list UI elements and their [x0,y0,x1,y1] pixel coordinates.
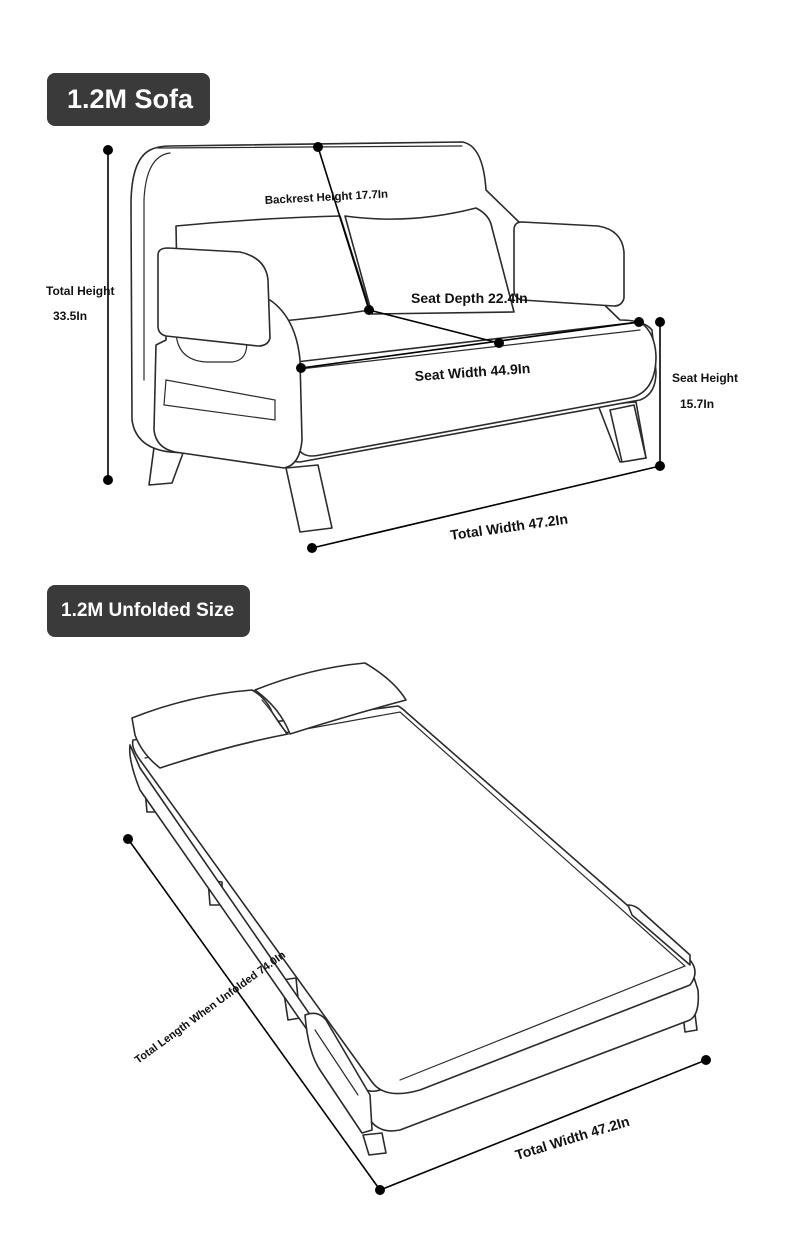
total-height-value: 33.5In [53,309,87,323]
seat-height-label: Seat Height [672,371,738,385]
unfolded-width-label: Total Width 47.2In [513,1113,631,1163]
bed-illustration [128,662,700,1156]
unfolded-section-title: 1.2M Unfolded Size [47,585,250,637]
unfolded-length-label: Total Length When Unfolded 74.0In [133,949,288,1067]
bed-dimension-lines [123,834,711,1195]
sofa-section-title: 1.2M Sofa [47,73,210,126]
total-height-label: Total Height [46,284,114,298]
seat-height-value: 15.7In [680,397,714,411]
sofa-dimension-lines [103,142,665,553]
seat-depth-label: Seat Depth 22.4In [411,290,528,306]
total-width-label: Total Width 47.2In [449,511,569,543]
sofa-illustration [130,141,657,533]
